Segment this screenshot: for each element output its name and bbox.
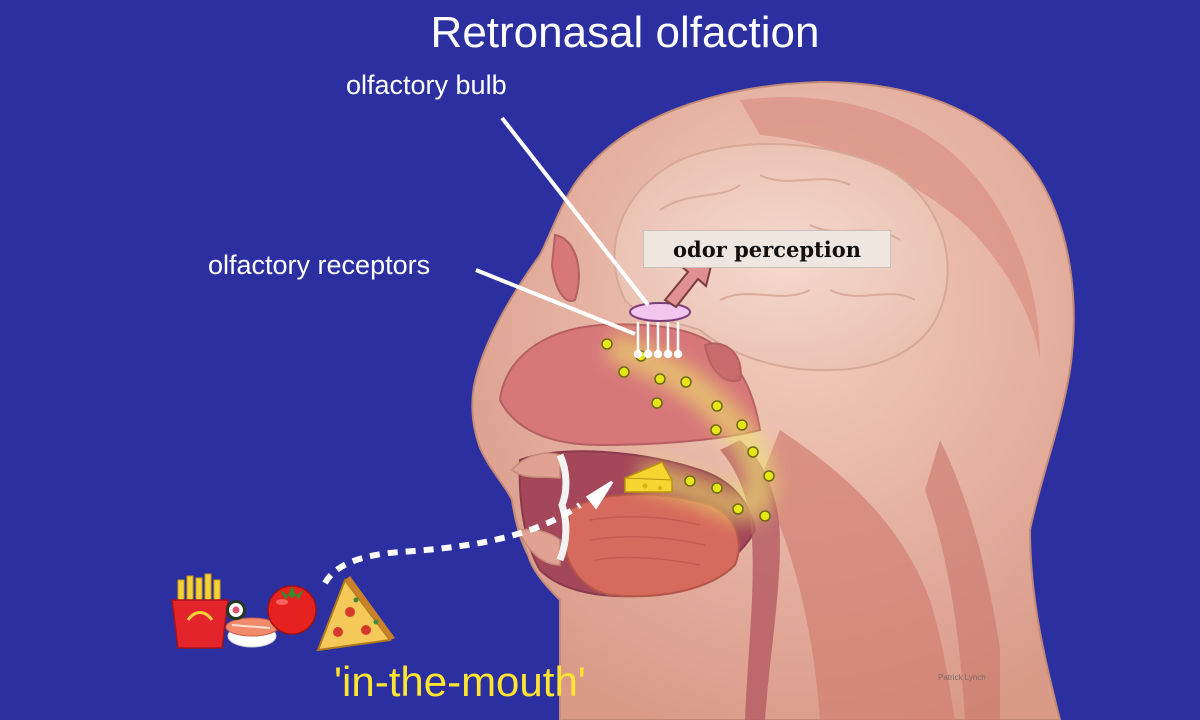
in-the-mouth-label: 'in-the-mouth' [334, 658, 586, 705]
tongue-muscle-lines [589, 516, 706, 566]
odor-particle [759, 510, 771, 522]
diagram-title: Retronasal olfaction [430, 8, 820, 57]
teeth [556, 453, 570, 562]
olfactory-bulb-label: olfactory bulb [346, 70, 507, 100]
odor-particle [711, 482, 723, 494]
odor-particle [710, 424, 722, 436]
olfactory-receptors-label: olfactory receptors [208, 250, 431, 280]
french-fries-icon [171, 573, 229, 649]
olfactory-bulb [629, 302, 691, 322]
olfactory-receptors [633, 322, 683, 359]
odor-particle [601, 338, 613, 350]
temporal-muscle [740, 97, 1040, 360]
odor-particle [651, 397, 663, 409]
cheese-icon [624, 461, 673, 493]
pizza-slice-icon [316, 576, 395, 652]
odor-particle [684, 475, 696, 487]
odor-particle [618, 366, 630, 378]
odor-particle [711, 400, 723, 412]
tomato-icon [267, 585, 317, 635]
frontal-sinus [550, 233, 580, 302]
sushi-icon [225, 600, 279, 648]
neck-muscles [760, 430, 955, 720]
illustration-credit: Patrick Lynch [938, 673, 986, 682]
odor-particle [763, 470, 775, 482]
odor-particle [680, 376, 692, 388]
odor-particle [654, 373, 666, 385]
tongue [563, 493, 740, 598]
odor-particle [732, 503, 744, 515]
odor-particle [747, 446, 759, 458]
nasal-cavity [498, 323, 762, 447]
sphenoid-sinus [703, 342, 742, 383]
upper-lip [510, 452, 561, 479]
bulb-pointer-line [500, 116, 650, 307]
food-to-mouth-arrowhead-icon [585, 480, 614, 510]
receptors-pointer-line [475, 268, 636, 336]
odor-glow-path [604, 330, 776, 523]
odor-perception-box: odor perception [643, 230, 891, 268]
neck-muscles-2 [925, 440, 1000, 720]
odor-particle [736, 419, 748, 431]
food-to-mouth-dotted-path [322, 502, 582, 585]
